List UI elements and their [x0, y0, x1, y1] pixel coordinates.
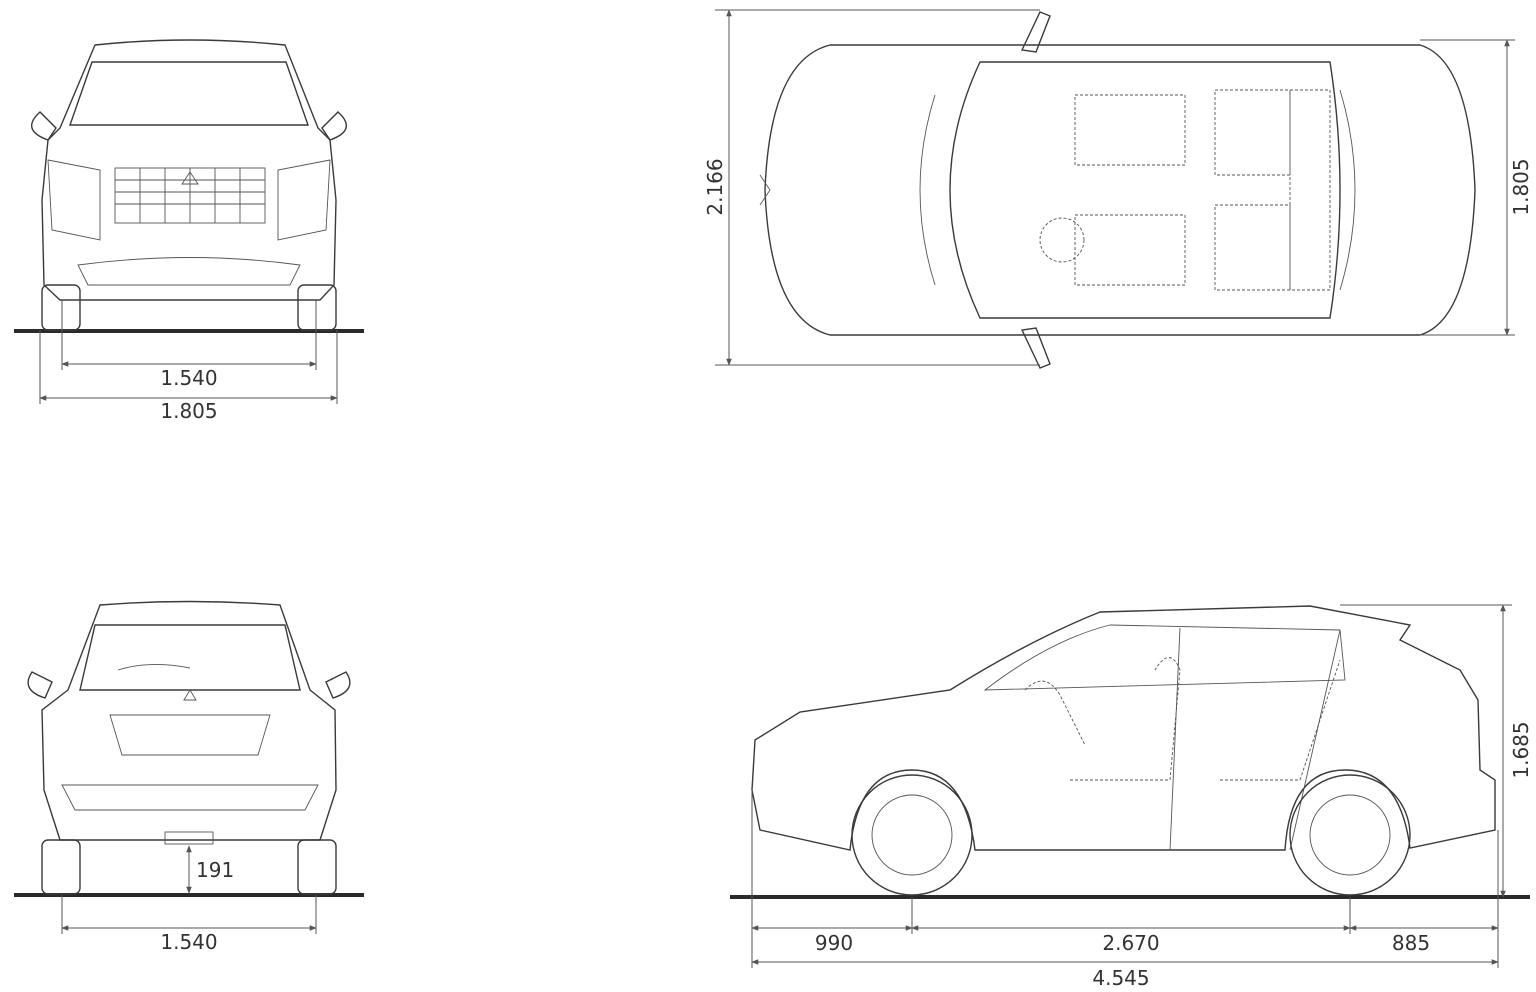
rear-left-tire: [41, 839, 81, 895]
windshield: [69, 61, 309, 126]
rear-body-outline: [41, 600, 337, 841]
front-body-outline: [41, 39, 337, 301]
rear-overhang-label: 885: [1392, 931, 1430, 955]
front-right-tire: [297, 284, 337, 331]
top-mirrors: [1020, 11, 1051, 369]
roof-glass-outline: [949, 61, 1341, 319]
rear-mirrors: [27, 671, 351, 699]
side-body-outline: [751, 605, 1496, 851]
front-track-label: 1.540: [160, 366, 217, 390]
rear-view: 191 1.540: [14, 600, 364, 954]
steering-wheel: [1039, 217, 1085, 263]
front-left-tire: [41, 284, 81, 331]
rear-wheel: [1289, 774, 1411, 896]
grille-mesh: [115, 168, 265, 223]
front-overhang-label: 990: [815, 931, 853, 955]
wheelbase-label: 2.670: [1102, 931, 1159, 955]
top-body-outline: [764, 44, 1476, 336]
side-view: 1.685 990 2.670 885 4.545: [730, 604, 1533, 990]
rear-track-label: 1.540: [160, 930, 217, 954]
front-wheel: [851, 774, 973, 896]
interior-outline: [1024, 657, 1341, 781]
front-view: 1.540 1.805: [14, 39, 364, 423]
seats-outline: [1074, 89, 1331, 291]
mirrors: [31, 111, 347, 141]
rear-bumper: [61, 784, 319, 811]
front-width-label: 1.805: [160, 399, 217, 423]
rear-window: [79, 624, 301, 691]
width-with-mirrors-label: 2.166: [703, 158, 727, 215]
side-windows: [983, 624, 1346, 691]
top-view: 2.166 1.805: [703, 9, 1533, 369]
rear-right-tire: [297, 839, 337, 895]
door-lines: [1169, 627, 1341, 851]
pillars: [919, 89, 1356, 291]
rear-logo-icon: [183, 689, 197, 701]
brand-logo-icon: [181, 171, 199, 185]
front-rim: [871, 794, 953, 876]
ground-clearance-label: 191: [196, 858, 234, 882]
rear-rim: [1309, 794, 1391, 876]
tow-hitch: [164, 831, 214, 845]
top-logo-icon: [759, 174, 771, 206]
rear-wiper: [117, 663, 191, 671]
length-label: 4.545: [1092, 966, 1149, 990]
front-skid-plate: [77, 257, 301, 286]
tailgate-plate: [109, 714, 271, 756]
headlights: [47, 159, 331, 241]
height-label: 1.685: [1509, 721, 1533, 778]
top-width-label: 1.805: [1509, 158, 1533, 215]
